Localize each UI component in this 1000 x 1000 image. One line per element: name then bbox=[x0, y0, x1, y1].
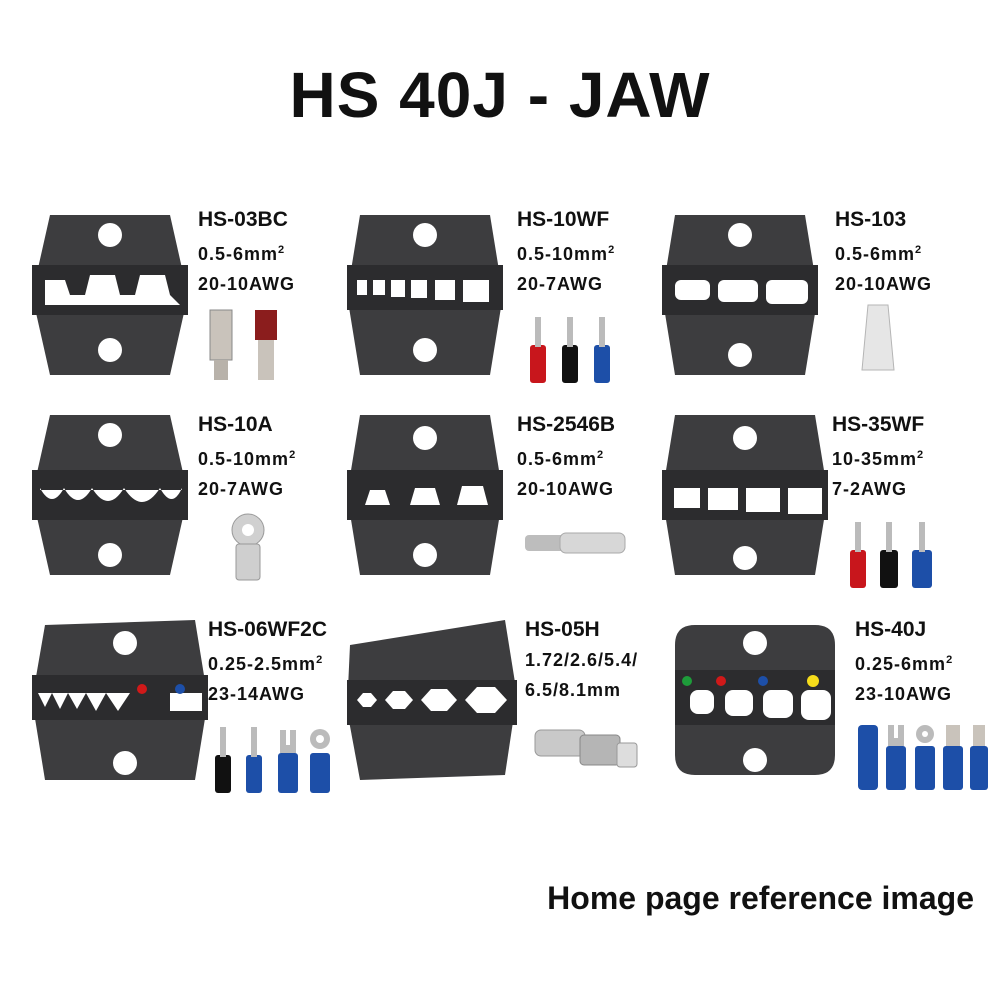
die-card-hs-103: HS-103 0.5-6mm2 20-10AWG bbox=[660, 205, 990, 405]
crimp-die-image bbox=[662, 215, 818, 375]
die-label: HS-06WF2C 0.25-2.5mm2 23-14AWG bbox=[208, 615, 327, 709]
flag-terminal-icon bbox=[209, 309, 277, 380]
die-range: 0.5-10mm bbox=[198, 449, 290, 469]
crimp-die-image bbox=[662, 415, 828, 575]
die-model: HS-10WF bbox=[517, 208, 610, 231]
die-awg: 20-10AWG bbox=[517, 479, 615, 499]
die-model: HS-2546B bbox=[517, 413, 616, 436]
die-range: 0.5-6mm bbox=[517, 449, 598, 469]
die-label: HS-03BC 0.5-6mm2 20-10AWG bbox=[198, 205, 295, 299]
die-model: HS-06WF2C bbox=[208, 618, 328, 641]
die-model: HS-35WF bbox=[832, 413, 925, 436]
ferrule-icon bbox=[850, 522, 932, 588]
die-label: HS-35WF 10-35mm2 7-2AWG bbox=[832, 410, 924, 504]
die-awg: 20-7AWG bbox=[198, 479, 285, 499]
die-model: HS-05H bbox=[525, 618, 600, 641]
die-range: 1.72/2.6/5.4/ bbox=[525, 650, 639, 670]
ferrule-icon bbox=[530, 317, 610, 383]
die-label: HS-10A 0.5-10mm2 20-7AWG bbox=[198, 410, 296, 504]
crimp-die-image bbox=[32, 620, 208, 780]
crimp-die-image bbox=[32, 415, 188, 575]
die-card-hs-2546b: HS-2546B 0.5-6mm2 20-10AWG bbox=[345, 410, 675, 610]
die-range: 0.25-6mm bbox=[855, 654, 947, 674]
die-label: HS-103 0.5-6mm2 20-10AWG bbox=[835, 205, 932, 299]
die-card-hs-05h: HS-05H 1.72/2.6/5.4/ 6.5/8.1mm bbox=[345, 615, 675, 815]
twist-connector-icon bbox=[861, 304, 895, 371]
die-awg: 23-10AWG bbox=[855, 684, 953, 704]
die-card-hs-06wf2c: HS-06WF2C 0.25-2.5mm2 23-14AWG bbox=[30, 615, 360, 815]
die-range: 0.25-2.5mm bbox=[208, 654, 317, 674]
die-label: HS-40J 0.25-6mm2 23-10AWG bbox=[855, 615, 953, 709]
die-label: HS-05H 1.72/2.6/5.4/ 6.5/8.1mm bbox=[525, 615, 638, 705]
die-range: 10-35mm bbox=[832, 449, 918, 469]
die-awg: 20-10AWG bbox=[835, 274, 933, 294]
die-awg: 23-14AWG bbox=[208, 684, 306, 704]
die-card-hs-40j: HS-40J 0.25-6mm2 23-10AWG bbox=[665, 615, 995, 815]
die-label: HS-2546B 0.5-6mm2 20-10AWG bbox=[517, 410, 615, 504]
die-model: HS-103 bbox=[835, 208, 907, 231]
footer-caption: Home page reference image bbox=[547, 880, 974, 916]
die-model: HS-10A bbox=[198, 413, 273, 436]
bnc-connector-icon bbox=[534, 729, 638, 768]
die-awg: 20-10AWG bbox=[198, 274, 296, 294]
crimp-die-image bbox=[347, 215, 503, 375]
die-model: HS-03BC bbox=[198, 208, 288, 231]
ferrule-fork-icon bbox=[215, 727, 330, 793]
ring-lug-icon bbox=[231, 513, 265, 581]
die-awg: 6.5/8.1mm bbox=[525, 680, 622, 700]
die-range: 0.5-6mm bbox=[198, 244, 279, 264]
page-title: HS 40J - JAW bbox=[289, 59, 711, 131]
barrel-connector-icon bbox=[525, 532, 626, 554]
die-range: 0.5-10mm bbox=[517, 244, 609, 264]
die-range: 0.5-6mm bbox=[835, 244, 916, 264]
crimp-die-image bbox=[32, 215, 188, 375]
die-awg: 7-2AWG bbox=[832, 479, 908, 499]
crimp-die-image bbox=[347, 620, 517, 780]
die-awg: 20-7AWG bbox=[517, 274, 604, 294]
die-card-hs-03bc: HS-03BC 0.5-6mm2 20-10AWG bbox=[30, 205, 360, 405]
crimp-die-image bbox=[347, 415, 503, 575]
die-card-hs-10wf: HS-10WF 0.5-10mm2 20-7AWG bbox=[345, 205, 675, 405]
die-label: HS-10WF 0.5-10mm2 20-7AWG bbox=[517, 205, 615, 299]
die-card-hs-10a: HS-10A 0.5-10mm2 20-7AWG bbox=[30, 410, 360, 610]
insulated-terminal-icon bbox=[858, 725, 988, 790]
crimp-die-image bbox=[675, 625, 835, 775]
die-model: HS-40J bbox=[855, 618, 927, 641]
die-card-hs-35wf: HS-35WF 10-35mm2 7-2AWG bbox=[660, 410, 990, 610]
